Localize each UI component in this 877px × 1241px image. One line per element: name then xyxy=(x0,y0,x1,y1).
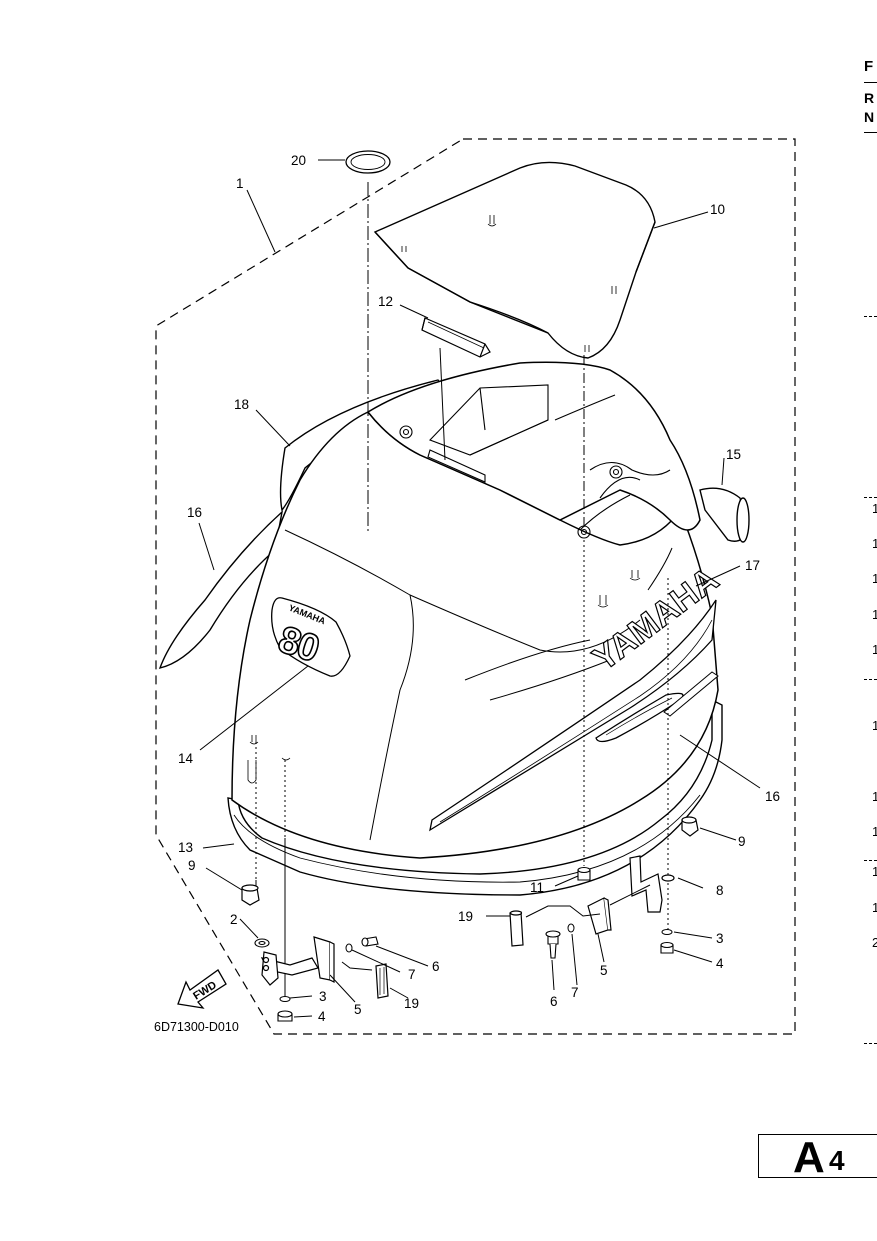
callout-18: 18 xyxy=(234,397,249,412)
part-8-hinge xyxy=(629,855,675,913)
fwd-arrow: FWD xyxy=(177,969,227,1009)
edge-num-11: 2 xyxy=(872,935,877,950)
callout-12: 12 xyxy=(378,294,393,309)
edge-letter-n: N xyxy=(864,109,875,125)
part-9-grommet-left xyxy=(241,884,260,906)
callout-15: 15 xyxy=(726,447,741,462)
callout-5-right: 5 xyxy=(600,963,608,978)
edge-num-6: 1 xyxy=(872,718,877,733)
callout-6-left: 6 xyxy=(432,959,440,974)
edge-num-3: 1 xyxy=(872,571,877,586)
part-1-main-cowling xyxy=(231,361,719,859)
edge-num-2: 1 xyxy=(872,536,877,551)
callout-9-left: 9 xyxy=(188,858,196,873)
part-11-grommet xyxy=(577,866,591,881)
leader-lines xyxy=(198,159,761,1018)
page-label-box: A 4 xyxy=(758,1133,877,1182)
edge-dash-1 xyxy=(864,316,877,317)
callout-14: 14 xyxy=(178,751,194,766)
part-16-left-fin xyxy=(158,510,284,669)
edge-dash-2 xyxy=(864,497,877,498)
edge-rule-top xyxy=(864,82,877,83)
callout-6-right: 6 xyxy=(550,994,558,1009)
edge-num-7: 1 xyxy=(872,789,877,804)
part-6-bolt-left xyxy=(361,936,379,947)
part-5-right-bracket xyxy=(587,897,612,935)
edge-dash-4 xyxy=(864,860,877,861)
part-4-nut-right xyxy=(660,941,674,954)
callout-20: 20 xyxy=(291,153,306,168)
part-7-washer-left xyxy=(345,943,353,953)
part-4-nut-left xyxy=(277,1010,293,1022)
callout-3-right: 3 xyxy=(716,931,724,946)
callout-7-left: 7 xyxy=(408,967,416,982)
part-10-top-cover xyxy=(373,161,656,359)
part-12-rubber-seal xyxy=(421,317,491,358)
callout-5-left: 5 xyxy=(354,1002,362,1017)
drawing-code: 6D71300-D010 xyxy=(154,1020,239,1034)
edge-num-4: 1 xyxy=(872,607,877,622)
part-19-damper-left xyxy=(375,963,389,999)
assembly-boundary xyxy=(155,138,796,1035)
edge-num-9: 1 xyxy=(872,864,877,879)
edge-dash-5 xyxy=(864,1043,877,1044)
edge-num-1: 1 xyxy=(872,501,877,516)
part-3-washer-left xyxy=(279,996,291,1002)
edge-dash-3 xyxy=(864,679,877,680)
part-20-ring xyxy=(345,150,391,174)
callout-8: 8 xyxy=(716,883,724,898)
cowling-contours xyxy=(284,529,673,841)
callout-1: 1 xyxy=(236,176,244,191)
callout-4-left: 4 xyxy=(318,1009,326,1024)
part-16-right-stripe xyxy=(429,599,717,832)
part-13-seal xyxy=(227,698,723,896)
callout-10: 10 xyxy=(710,202,725,217)
edge-rule-header xyxy=(864,132,877,133)
part-6-bolt-right xyxy=(545,930,561,959)
edge-letter-f: F xyxy=(864,58,874,75)
part-5-left-bracket xyxy=(260,936,335,986)
callout-11: 11 xyxy=(530,880,544,895)
callout-16-right: 16 xyxy=(765,789,780,804)
callout-19-left: 19 xyxy=(404,996,419,1011)
part-7-washer-right xyxy=(567,923,575,933)
callout-9-right: 9 xyxy=(738,834,746,849)
part-15-handle xyxy=(699,487,750,543)
callout-16-left: 16 xyxy=(187,505,202,520)
callout-7-right: 7 xyxy=(571,985,579,1000)
callout-4-right: 4 xyxy=(716,956,724,971)
part-2-clip xyxy=(254,938,270,948)
callout-17: 17 xyxy=(745,558,760,573)
part-19-damper-right xyxy=(509,910,524,947)
callout-3-left: 3 xyxy=(319,989,327,1004)
hook-details xyxy=(247,570,641,784)
page-label-letter: A xyxy=(793,1133,825,1182)
edge-letter-r: R xyxy=(864,90,875,106)
part-3-washer-right xyxy=(661,929,673,935)
edge-num-10: 1 xyxy=(872,900,877,915)
page-label-number: 4 xyxy=(829,1145,845,1176)
callout-13: 13 xyxy=(178,840,193,855)
part-9-grommet-right xyxy=(681,816,699,837)
callout-19-right: 19 xyxy=(458,909,473,924)
callout-2: 2 xyxy=(230,912,238,927)
edge-num-5: 1 xyxy=(872,642,877,657)
cowling-deck-details xyxy=(399,384,671,539)
edge-num-8: 1 xyxy=(872,824,877,839)
